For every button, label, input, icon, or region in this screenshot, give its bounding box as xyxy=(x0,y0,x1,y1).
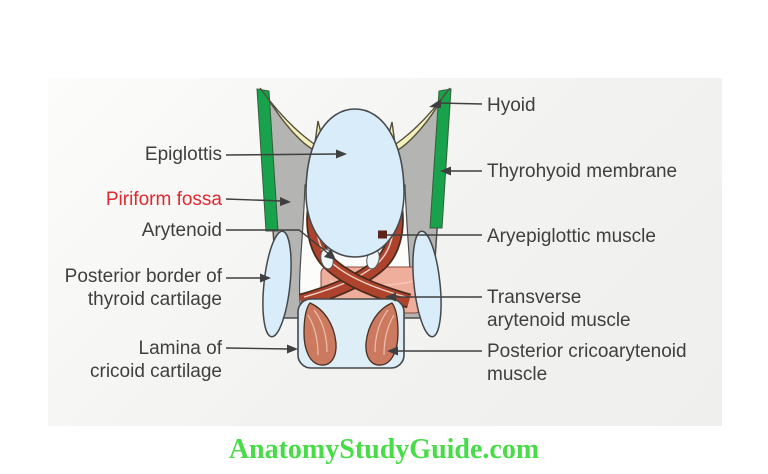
posterior-cricoarytenoid-left-shape xyxy=(303,302,337,366)
leader-posterior-border xyxy=(226,273,271,283)
watermark: AnatomyStudyGuide.com xyxy=(228,434,540,465)
label-transverse: Transverse arytenoid muscle xyxy=(487,287,631,331)
label-posterior-border: Posterior border of thyroid cartilage xyxy=(64,266,222,310)
leader-posterior-crico xyxy=(387,346,482,356)
leader-piriform-fossa xyxy=(225,197,291,206)
label-posterior-crico: Posterior cricoarytenoid muscle xyxy=(487,341,687,385)
thyroid-border-right-shape xyxy=(412,230,442,338)
leader-hyoid xyxy=(429,99,483,108)
thyroid-border-left-shape xyxy=(262,230,292,338)
label-aryepiglottic: Aryepiglottic muscle xyxy=(487,226,656,247)
label-piriform-fossa: Piriform fossa xyxy=(105,189,222,210)
label-hyoid: Hyoid xyxy=(487,95,536,116)
posterior-cricoarytenoid-right-shape xyxy=(365,302,399,366)
leader-aryepiglottic xyxy=(378,230,482,239)
leader-arytenoid xyxy=(226,229,336,260)
thyrohyoid-membrane-right-shape xyxy=(429,88,452,229)
label-epiglottis: Epiglottis xyxy=(144,144,222,165)
label-thyrohyoid: Thyrohyoid membrane xyxy=(487,161,678,182)
label-arytenoid: Arytenoid xyxy=(141,220,222,241)
leader-lamina xyxy=(225,344,298,354)
leader-thyrohyoid xyxy=(440,166,482,176)
leader-epiglottis xyxy=(225,149,347,159)
leader-transverse xyxy=(385,292,482,302)
thyrohyoid-membrane-left-shape xyxy=(256,88,279,232)
label-lamina: Lamina of cricoid cartilage xyxy=(90,338,222,382)
epiglottis-shape xyxy=(305,108,405,258)
